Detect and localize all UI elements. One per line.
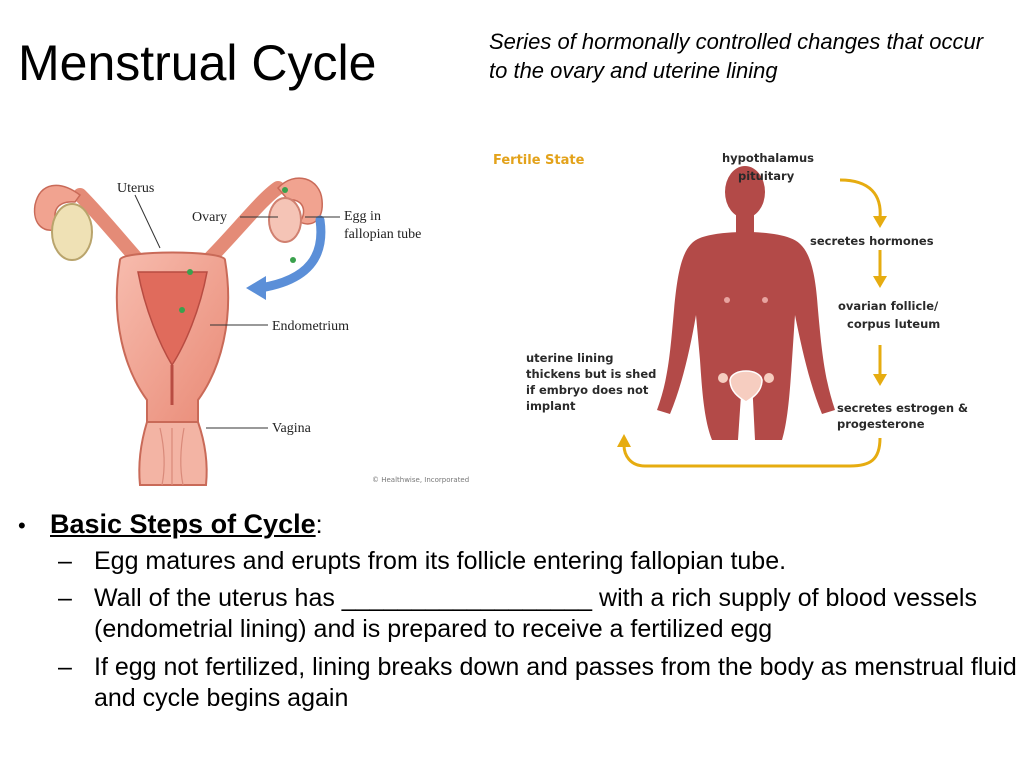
sub-bullet: – Wall of the uterus has _______________… [58,583,1018,646]
sub-bullet: – If egg not fertilized, lining breaks d… [58,652,1018,715]
image-credit: © Healthwise, Incorporated [372,476,469,484]
label-lining-3: if embryo does not [526,383,649,397]
label-corpus-luteum: corpus luteum [847,317,940,331]
label-vagina: Vagina [272,421,312,436]
fertile-state-diagram: Fertile State hypothalamus pituitary sec… [493,151,968,468]
label-progesterone: progesterone [837,417,925,431]
label-lining-1: uterine lining [526,351,614,365]
label-endometrium: Endometrium [272,319,349,334]
bullet-icon: • [18,513,26,538]
cycle-arrow-bottom [622,437,882,468]
dash-icon: – [58,546,72,575]
label-secretes-estrogen: secretes estrogen & [837,401,968,415]
label-ovary: Ovary [192,210,227,225]
label-secretes-hormones: secretes hormones [810,234,934,248]
right-ovary [268,197,302,243]
label-lining-2: thickens but is shed [526,367,656,381]
arrow-head-icon [246,276,266,300]
label-pituitary: pituitary [738,169,795,183]
label-hypothalamus: hypothalamus [722,151,814,165]
label-lining-4: implant [526,399,576,413]
bullet-heading-suffix: : [315,511,323,539]
label-egg-line2: fallopian tube [344,227,421,242]
anatomy-illustration: Uterus Ovary Egg in fallopian tube Endom… [33,177,469,486]
label-egg-line1: Egg in [344,209,381,224]
vagina [138,421,208,486]
left-ovary [51,203,93,261]
body-silhouette [657,166,835,440]
main-bullet: • Basic Steps of Cycle: [18,508,1018,542]
bullet-list: • Basic Steps of Cycle: – Egg matures an… [18,508,1018,720]
slide-title: Menstrual Cycle [18,35,377,91]
sub-bullet: – Egg matures and erupts from its follic… [58,546,1018,577]
cycle-arrow-top [839,178,882,219]
sub-bullet-text: Wall of the uterus has _________________… [94,584,977,644]
egg-path-arrow [255,215,326,293]
label-uterus: Uterus [117,181,154,196]
left-fimbriae [33,184,82,231]
label-ovarian-follicle: ovarian follicle/ [838,299,939,313]
dash-icon: – [58,652,72,681]
slide-subtitle: Series of hormonally controlled changes … [489,29,984,83]
sub-bullet-text: If egg not fertilized, lining breaks dow… [94,652,1017,712]
sub-bullet-text: Egg matures and erupts from its follicle… [94,546,787,575]
endometrium [137,271,208,367]
bullet-heading: Basic Steps of Cycle [50,509,316,539]
dash-icon: – [58,584,72,612]
fertile-state-header: Fertile State [493,153,585,168]
